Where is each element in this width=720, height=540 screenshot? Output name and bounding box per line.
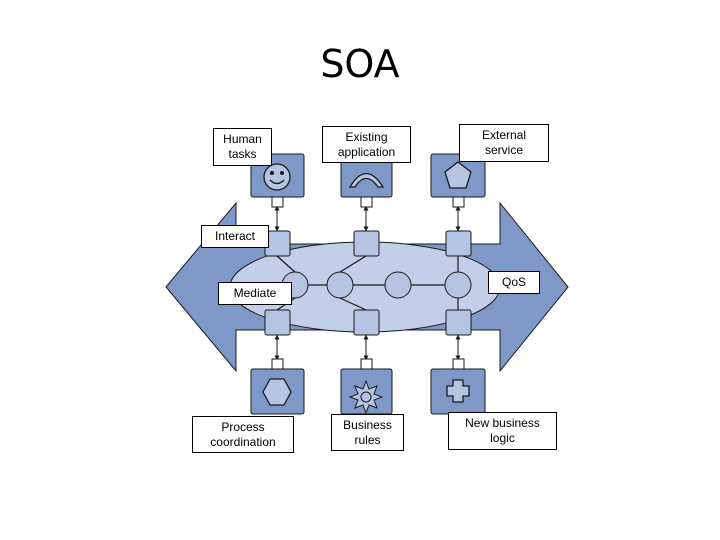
business-rules-label: Business rules: [331, 414, 404, 451]
new-business-logic-label: New business logic: [448, 412, 557, 450]
mediate-connector: [264, 309, 291, 336]
human-tasks-label: Human tasks: [213, 128, 272, 166]
mediate-connector: [445, 309, 472, 336]
hexagon-icon: [262, 378, 292, 406]
mediate-connector: [353, 309, 380, 336]
bus-node: [384, 271, 412, 299]
port-square: [452, 358, 465, 370]
mediate-label: Mediate: [218, 282, 292, 305]
port-square: [271, 196, 284, 208]
process-coordination-label: Process coordination: [192, 416, 294, 453]
external-service-label: External service: [459, 124, 549, 162]
pentagon-icon: [444, 161, 472, 189]
frown-icon: [348, 172, 385, 188]
port-square: [271, 358, 284, 370]
interact-connector: [445, 230, 472, 257]
smiley-icon: [263, 163, 291, 191]
link-arrows: [274, 205, 461, 361]
port-square: [360, 358, 373, 370]
existing-application-label: Existing application: [322, 126, 411, 163]
bus-node: [444, 271, 472, 299]
bus-node: [326, 271, 354, 299]
port-square: [452, 196, 465, 208]
interact-connector: [353, 230, 380, 257]
qos-label: QoS: [488, 271, 540, 294]
cross-icon: [446, 379, 470, 403]
sun-icon: [348, 379, 384, 415]
port-square: [360, 196, 373, 208]
slide-title: SOA: [320, 42, 400, 86]
interact-label: Interact: [201, 225, 269, 248]
